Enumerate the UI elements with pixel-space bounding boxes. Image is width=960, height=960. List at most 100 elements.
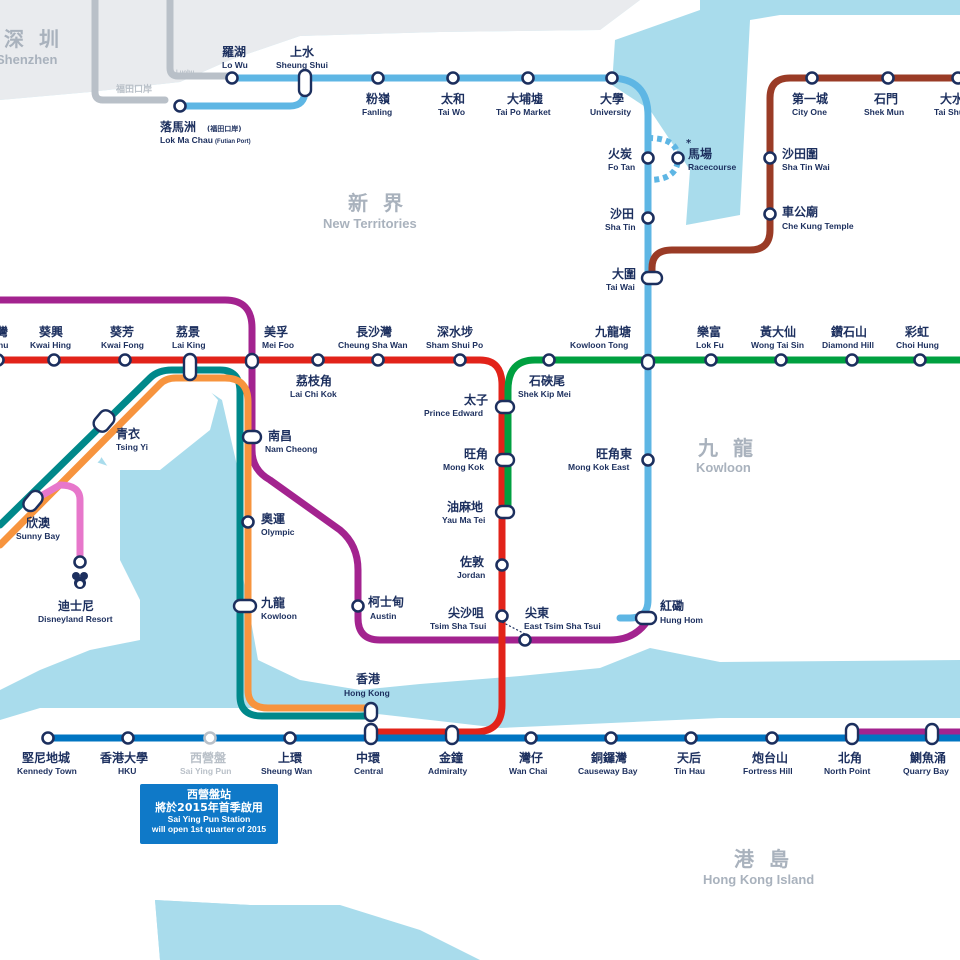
station-tai-po-market[interactable] bbox=[521, 71, 535, 85]
label-wong-tai-sin-zh: 黃大仙 bbox=[759, 324, 796, 339]
station-olympic[interactable] bbox=[241, 515, 255, 529]
station-kowloon-tong[interactable] bbox=[640, 353, 656, 371]
label-kennedy-town-zh: 堅尼地城 bbox=[22, 750, 70, 765]
station-lo-wu[interactable] bbox=[225, 71, 239, 85]
label-olympic-en: Olympic bbox=[261, 527, 295, 537]
station-tsing-yi[interactable] bbox=[91, 407, 117, 434]
label-diamond-hill-en: Diamond Hill bbox=[822, 340, 874, 350]
station-shek-kip-mei[interactable] bbox=[542, 353, 556, 367]
label-sheung-shui-en: Sheung Shui bbox=[276, 60, 328, 70]
station-yau-ma-tei[interactable] bbox=[494, 504, 516, 520]
label-tsing-yi-en: Tsing Yi bbox=[116, 442, 148, 452]
label-choi-hung-zh: 彩虹 bbox=[904, 324, 929, 339]
label-olympic-zh: 奧運 bbox=[260, 511, 285, 526]
station-sunny-bay[interactable] bbox=[21, 488, 46, 514]
label-hong-kong-en: Hong Kong bbox=[344, 688, 390, 698]
station-racecourse[interactable] bbox=[671, 151, 685, 165]
station-sheung-shui[interactable] bbox=[297, 68, 313, 98]
station-mong-kok-east[interactable] bbox=[641, 453, 655, 467]
station-shek-mun[interactable] bbox=[881, 71, 895, 85]
station-kwai-hing[interactable] bbox=[47, 353, 61, 367]
station-university[interactable] bbox=[605, 71, 619, 85]
station-sha-tin-wai[interactable] bbox=[763, 151, 777, 165]
station-lai-king[interactable] bbox=[182, 352, 198, 382]
station-tai-wai[interactable] bbox=[640, 270, 664, 286]
station-tin-hau[interactable] bbox=[684, 731, 698, 745]
station-wong-tai-sin[interactable] bbox=[774, 353, 788, 367]
station-city-one[interactable] bbox=[805, 71, 819, 85]
station-prince-edward[interactable] bbox=[494, 399, 516, 415]
station-north-point[interactable] bbox=[844, 722, 860, 746]
label-tsim-sha-tsui-en: Tsim Sha Tsui bbox=[430, 621, 486, 631]
station-tsuen-wan-edge[interactable] bbox=[0, 353, 5, 367]
station-mong-kok[interactable] bbox=[494, 452, 516, 468]
station-fo-tan[interactable] bbox=[641, 151, 655, 165]
station-cheung-sha-wan[interactable] bbox=[371, 353, 385, 367]
station-kwai-fong[interactable] bbox=[118, 353, 132, 367]
label-east-tsim-sha-tsui-zh: 尖東 bbox=[525, 605, 549, 620]
station-hung-hom[interactable] bbox=[634, 610, 658, 626]
station-tsim-sha-tsui[interactable] bbox=[495, 609, 509, 623]
station-che-kung-temple[interactable] bbox=[763, 207, 777, 221]
label-yau-ma-tei-en: Yau Ma Tei bbox=[442, 515, 485, 525]
station-kennedy-town[interactable] bbox=[41, 731, 55, 745]
station-tai-wo[interactable] bbox=[446, 71, 460, 85]
station-kowloon[interactable] bbox=[232, 598, 258, 614]
luohu-connection-line bbox=[166, 0, 236, 80]
station-hku[interactable] bbox=[121, 731, 135, 745]
station-lok-fu[interactable] bbox=[704, 353, 718, 367]
station-fanling[interactable] bbox=[371, 71, 385, 85]
tung-chung-line bbox=[0, 374, 376, 712]
label-sha-tin-zh: 沙田 bbox=[610, 207, 634, 221]
airport-express-line bbox=[0, 366, 376, 720]
futian-checkpoint-label-en: Futian Checkpoint bbox=[102, 98, 154, 104]
label-sunny-bay-en: Sunny Bay bbox=[16, 531, 60, 541]
station-lai-chi-kok[interactable] bbox=[311, 353, 325, 367]
label-wan-chai-zh: 灣仔 bbox=[519, 750, 543, 765]
station-nam-cheong[interactable] bbox=[241, 429, 263, 445]
station-hong-kong[interactable] bbox=[363, 701, 379, 723]
station-fortress-hill[interactable] bbox=[765, 731, 779, 745]
region-kowloon-en: Kowloon bbox=[696, 460, 751, 475]
label-tsing-yi-zh: 青衣 bbox=[116, 426, 140, 441]
station-diamond-hill[interactable] bbox=[845, 353, 859, 367]
label-lai-chi-kok-zh: 荔枝角 bbox=[295, 373, 332, 388]
label-nam-cheong-zh: 南昌 bbox=[268, 428, 292, 443]
station-tai-shui-hang[interactable] bbox=[951, 71, 960, 85]
station-disneyland-resort[interactable] bbox=[73, 555, 87, 569]
station-east-tsim-sha-tsui[interactable] bbox=[518, 633, 532, 647]
station-causeway-bay[interactable] bbox=[604, 731, 618, 745]
station-sai-ying-pun[interactable] bbox=[203, 731, 217, 745]
label-kennedy-town-en: Kennedy Town bbox=[17, 766, 77, 776]
station-central[interactable] bbox=[363, 722, 379, 746]
label-kwai-fong-zh: 葵芳 bbox=[109, 324, 134, 339]
station-sham-shui-po[interactable] bbox=[453, 353, 467, 367]
label-wong-tai-sin-en: Wong Tai Sin bbox=[751, 340, 804, 350]
station-admiralty[interactable] bbox=[444, 724, 460, 746]
station-lok-ma-chau[interactable] bbox=[173, 99, 187, 113]
label-lok-fu-en: Lok Fu bbox=[696, 340, 724, 350]
label-quarry-bay-zh: 鰂魚涌 bbox=[909, 750, 946, 765]
station-jordan[interactable] bbox=[495, 558, 509, 572]
label-tsim-sha-tsui-zh: 尖沙咀 bbox=[448, 605, 484, 620]
label-kowloon-zh: 九龍 bbox=[260, 595, 285, 610]
station-austin[interactable] bbox=[351, 599, 365, 613]
region-hk-island-zh: 港 島 bbox=[734, 847, 793, 871]
station-sheung-wan[interactable] bbox=[283, 731, 297, 745]
label-city-one-zh: 第一城 bbox=[792, 91, 828, 106]
label-lai-king-en: Lai King bbox=[172, 340, 206, 350]
futian-connection-line bbox=[91, 0, 169, 104]
label-sha-tin-wai-en: Sha Tin Wai bbox=[782, 162, 830, 172]
label-diamond-hill-zh: 鑽石山 bbox=[831, 324, 867, 339]
station-mei-foo[interactable] bbox=[244, 352, 260, 370]
station-sha-tin[interactable] bbox=[641, 211, 655, 225]
label-causeway-bay-zh: 銅鑼灣 bbox=[590, 750, 627, 765]
label-admiralty-zh: 金鐘 bbox=[438, 750, 463, 765]
label-nam-cheong-en: Nam Cheong bbox=[265, 444, 317, 454]
tsuen-wan-line bbox=[0, 356, 506, 736]
notice-zh-line2: 將於2015年首季啟用 bbox=[155, 801, 263, 814]
station-choi-hung[interactable] bbox=[913, 353, 927, 367]
station-wan-chai[interactable] bbox=[524, 731, 538, 745]
station-quarry-bay[interactable] bbox=[924, 722, 940, 746]
